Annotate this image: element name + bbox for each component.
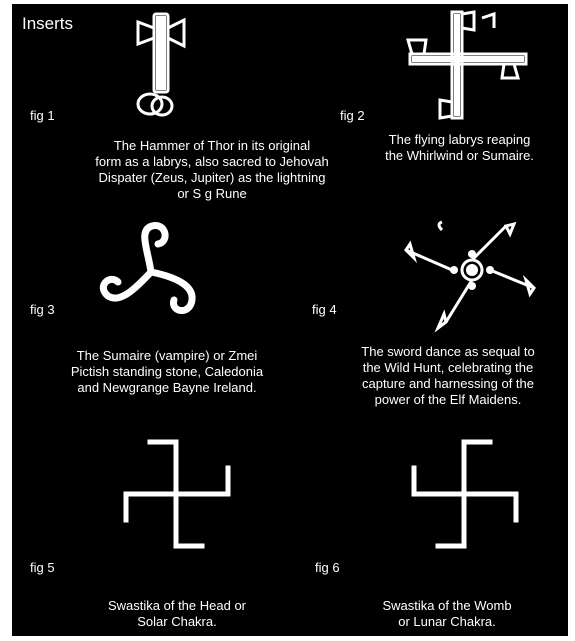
fig-4-caption-line: the Wild Hunt, celebrating the — [328, 360, 568, 376]
fig-4-caption-line: The sword dance as sequal to — [328, 344, 568, 360]
left-swastika-icon — [122, 438, 232, 550]
flying-labrys-icon — [402, 10, 532, 122]
fig-3-label: fig 3 — [30, 302, 55, 317]
fig-5-caption: Swastika of the Head or Solar Chakra. — [62, 598, 292, 630]
fig-5-label: fig 5 — [30, 560, 55, 575]
fig-5-caption-line: Solar Chakra. — [62, 614, 292, 630]
fig-3-caption-line: The Sumaire (vampire) or Zmei — [32, 348, 302, 364]
fig-3-caption-line: Pictish standing stone, Caledonia — [32, 364, 302, 380]
fig-3-caption: The Sumaire (vampire) or Zmei Pictish st… — [32, 348, 302, 396]
fig-1-caption-line: Dispater (Zeus, Jupiter) as the lightnin… — [82, 170, 342, 186]
hammer-of-thor-icon — [132, 10, 192, 120]
right-swastika-icon — [410, 438, 520, 550]
fig-6-caption: Swastika of the Womb or Lunar Chakra. — [342, 598, 552, 630]
fig-1-caption-line: form as a labrys, also sacred to Jehovah — [82, 154, 342, 170]
fig-2-caption-line: the Whirlwind or Sumaire. — [352, 148, 567, 164]
sword-dance-icon — [402, 220, 542, 330]
fig-6-caption-line: or Lunar Chakra. — [342, 614, 552, 630]
page-title: Inserts — [22, 14, 73, 34]
fig-2-caption-line: The flying labrys reaping — [352, 132, 567, 148]
fig-4-label: fig 4 — [312, 302, 337, 317]
fig-4-caption: The sword dance as sequal to the Wild Hu… — [328, 344, 568, 408]
fig-1-caption-line: or S g Rune — [82, 186, 342, 202]
fig-6-label: fig 6 — [315, 560, 340, 575]
fig-4-caption-line: capture and harnessing of the — [328, 376, 568, 392]
fig-1-label: fig 1 — [30, 108, 55, 123]
fig-3-caption-line: and Newgrange Bayne Ireland. — [32, 380, 302, 396]
fig-1-caption-line: The Hammer of Thor in its original — [82, 138, 342, 154]
fig-1-caption: The Hammer of Thor in its original form … — [82, 138, 342, 202]
fig-5-caption-line: Swastika of the Head or — [62, 598, 292, 614]
fig-2-caption: The flying labrys reaping the Whirlwind … — [352, 132, 567, 164]
fig-4-caption-line: power of the Elf Maidens. — [328, 392, 568, 408]
fig-2-label: fig 2 — [340, 108, 365, 123]
triskele-spiral-icon — [96, 220, 206, 324]
fig-6-caption-line: Swastika of the Womb — [342, 598, 552, 614]
inserts-panel: Inserts fig 1 The Hammer of Thor in its … — [12, 4, 568, 636]
